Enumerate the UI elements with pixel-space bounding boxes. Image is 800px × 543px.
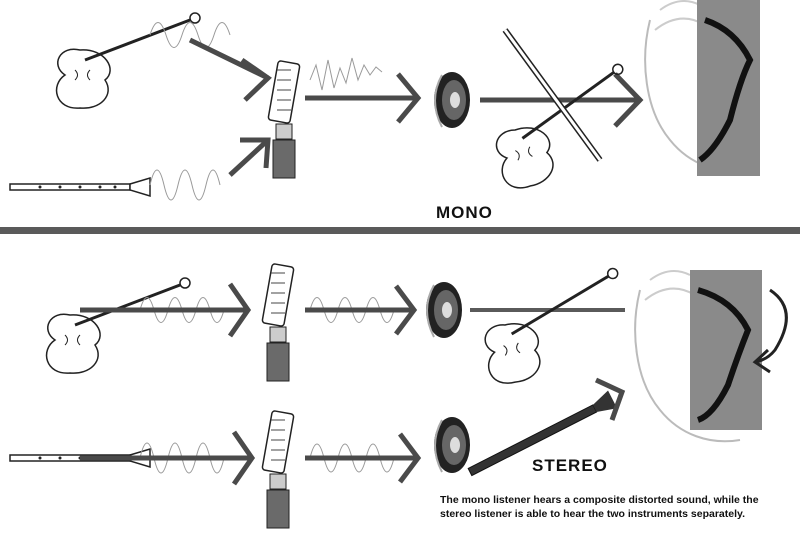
microphone-icon (267, 59, 301, 179)
clarinet-icon (467, 390, 618, 477)
mono-section (9, 0, 760, 201)
sound-wave (149, 22, 231, 48)
arrow (228, 137, 271, 177)
microphone-icon (261, 409, 295, 529)
speaker-icon (425, 281, 463, 339)
violin-icon (45, 276, 192, 375)
crossed-instruments (481, 28, 648, 194)
violin-icon (473, 266, 635, 388)
listener-face (644, 0, 760, 176)
mono-label: MONO (436, 203, 493, 222)
arrow (80, 282, 252, 338)
microphone-icon (261, 262, 295, 382)
arrow (305, 72, 422, 124)
caption-line: The mono listener hears a composite dist… (440, 494, 759, 506)
clarinet-icon (9, 177, 151, 197)
arrow (188, 37, 272, 102)
listener-face (634, 270, 762, 443)
speaker-icon (433, 416, 471, 474)
caption: The mono listener hears a composite dist… (440, 493, 764, 521)
arrow (305, 432, 422, 484)
section-divider (0, 227, 800, 234)
arrow (594, 377, 626, 421)
caption-line: stereo listener is able to hear the two … (440, 508, 745, 520)
stereo-label: STEREO (532, 456, 608, 475)
arrow (480, 72, 644, 128)
speaker-icon (433, 71, 471, 129)
stereo-section (9, 262, 788, 529)
curved-arrow-icon (752, 288, 788, 374)
arrow (305, 284, 418, 336)
violin-icon (55, 11, 202, 110)
sound-wave (149, 169, 221, 201)
sound-wave (309, 57, 383, 91)
arrow (80, 430, 256, 486)
